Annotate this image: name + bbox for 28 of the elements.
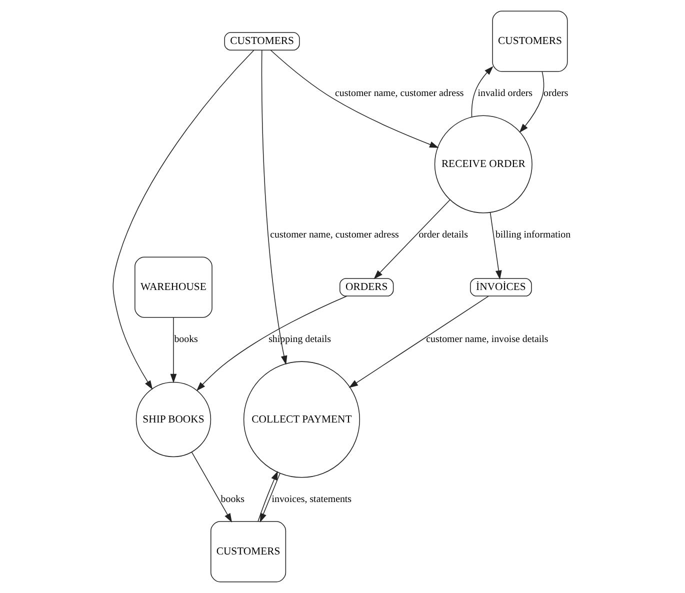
- edge-label: customer name, customer adress: [335, 88, 464, 100]
- edge-label: orders: [544, 88, 568, 100]
- arrow: [270, 50, 439, 148]
- arrow: [112, 50, 254, 390]
- arrow: [170, 317, 177, 384]
- edge-label: invalid orders: [478, 88, 533, 100]
- node-circle: RECEIVE ORDER: [434, 115, 532, 214]
- arrow: [519, 71, 544, 133]
- edge-label: billing information: [495, 230, 571, 241]
- edge-label: books: [174, 334, 198, 346]
- arrow: [471, 66, 494, 118]
- arrow: [261, 50, 288, 365]
- edge-label: customer name, customer adress: [270, 230, 399, 241]
- node-box: CUSTOMERS: [210, 521, 286, 582]
- node-box: CUSTOMERS: [224, 32, 300, 50]
- node-box: WAREHOUSE: [134, 256, 212, 318]
- arrow: [374, 199, 450, 280]
- arrow: [191, 452, 232, 523]
- arrow: [348, 296, 489, 388]
- edge-label: books: [220, 494, 244, 505]
- node-box: ORDERS: [340, 278, 394, 296]
- edge-label: customer name, invoise details: [426, 334, 548, 346]
- arrow: [196, 296, 348, 392]
- edge-label: invoices, statements: [272, 494, 352, 505]
- arrow: [490, 212, 502, 280]
- node-box: CUSTOMERS: [492, 10, 568, 72]
- node-box: İNVOİCES: [470, 278, 532, 296]
- edge-label: order details: [418, 230, 468, 241]
